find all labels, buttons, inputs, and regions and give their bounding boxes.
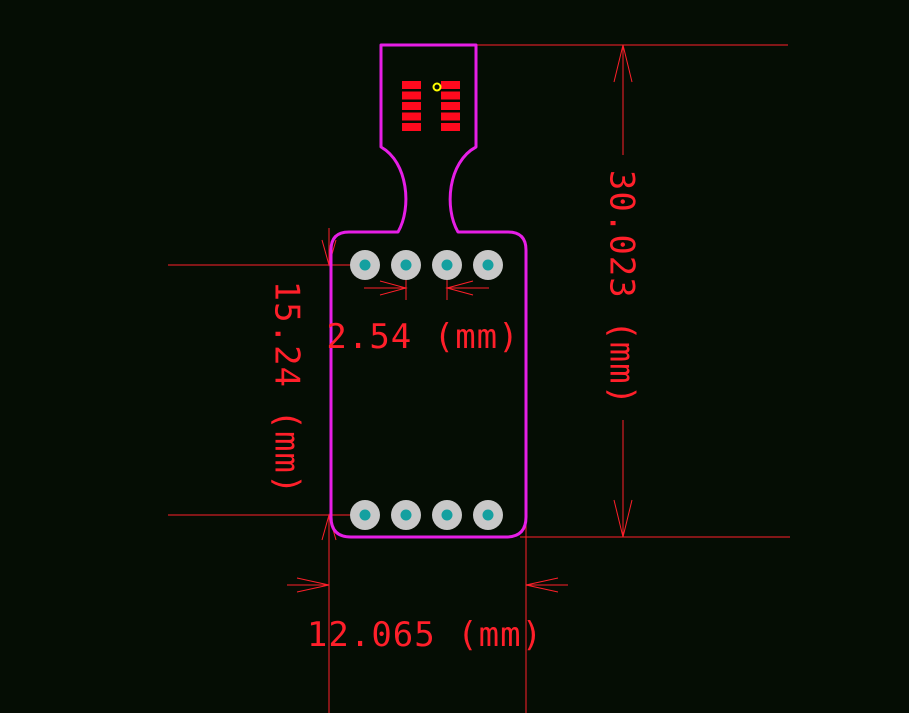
arrow-pad-row-top xyxy=(321,239,337,267)
smd-pad-2-3 xyxy=(441,102,460,110)
dimension-pin-pitch xyxy=(364,280,489,296)
drill-hole-top-2 xyxy=(400,259,412,271)
drill-hole-bottom-3 xyxy=(441,509,453,521)
drill-hole-bottom-2 xyxy=(400,509,412,521)
smd-pad-2-1 xyxy=(441,81,460,89)
drill-hole-top-1 xyxy=(359,259,371,271)
drill-hole-bottom-4 xyxy=(482,509,494,521)
arrow-width-left xyxy=(296,577,330,593)
dimension-label-pin-pitch: 2.54 (mm) xyxy=(326,317,519,357)
dimension-label-board-width: 12.065 (mm) xyxy=(307,615,543,655)
smd-pad-2-2 xyxy=(441,91,460,100)
arrow-width-right xyxy=(525,577,559,593)
drill-hole-bottom-1 xyxy=(359,509,371,521)
smd-pad-1-5 xyxy=(402,123,421,131)
dimension-label-pad-row-spacing: 15.24 (mm) xyxy=(267,281,307,496)
arrow-board-height-top xyxy=(613,44,633,83)
pin1-marker xyxy=(432,82,442,92)
smd-pad-2-4 xyxy=(441,112,460,121)
dimension-label-board-height: 30.023 (mm) xyxy=(602,170,642,406)
arrow-pitch-left xyxy=(379,280,408,296)
pad-row-bottom xyxy=(350,500,503,530)
board-outline xyxy=(329,43,528,539)
arrow-board-height-bottom xyxy=(613,499,633,538)
smd-pad-2-5 xyxy=(441,123,460,131)
dimension-board-width xyxy=(287,577,568,593)
smd-pad-1-4 xyxy=(402,112,421,121)
smd-pad-1-2 xyxy=(402,91,421,100)
drill-hole-top-3 xyxy=(441,259,453,271)
arrow-pitch-right xyxy=(445,280,474,296)
smd-pad-group xyxy=(402,81,460,131)
smd-pad-1-3 xyxy=(402,102,421,110)
pad-row-top xyxy=(350,250,503,280)
dimension-board-height xyxy=(613,44,633,538)
smd-pad-1-1 xyxy=(402,81,421,89)
drill-hole-top-4 xyxy=(482,259,494,271)
